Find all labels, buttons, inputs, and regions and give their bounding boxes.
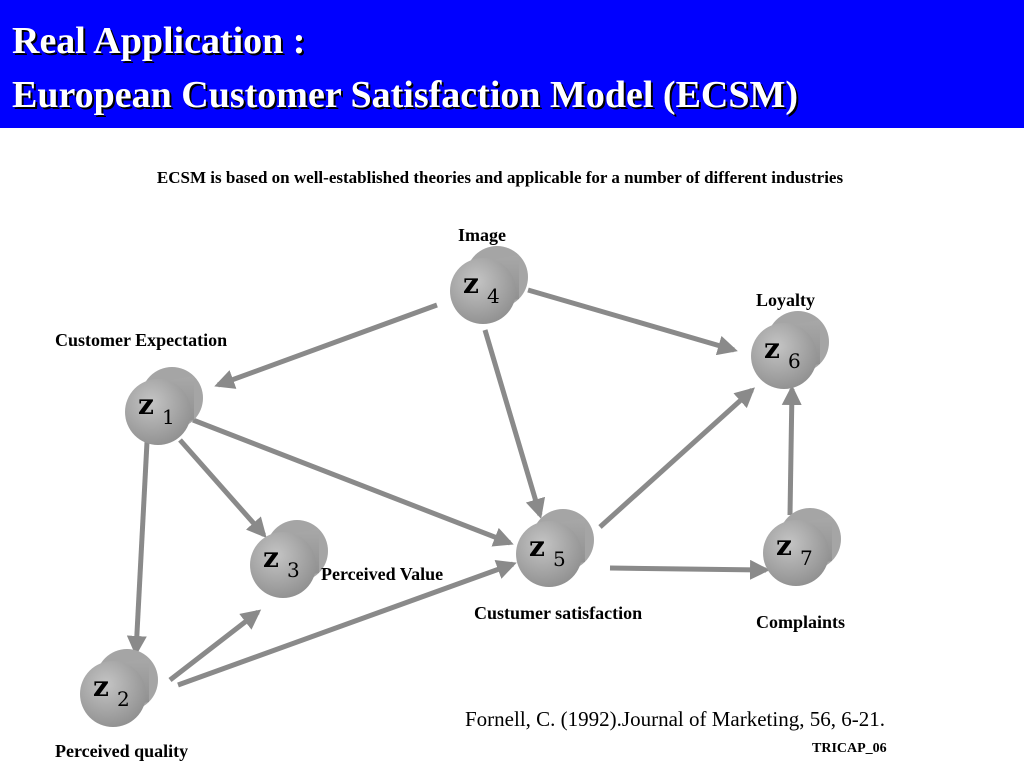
node-z7-symbol: z xyxy=(776,529,792,562)
node-z3-symbol: z xyxy=(263,541,279,574)
slide-title-line-1: Real Application : xyxy=(12,20,306,62)
edges-layer xyxy=(126,287,802,688)
arrow-z7-z6 xyxy=(781,385,802,516)
node-z7-subscript: 7 xyxy=(800,546,813,570)
node-z1-symbol: z xyxy=(138,388,154,421)
label-image: Image xyxy=(458,225,506,245)
node-z5-symbol: z xyxy=(529,530,545,563)
node-z6-subscript: 6 xyxy=(788,349,801,373)
node-z6-symbol: z xyxy=(764,332,780,365)
label-perceived-value: Perceived Value xyxy=(321,564,444,584)
label-customer-satisfaction: Custumer satisfaction xyxy=(474,603,643,623)
arrow-z5-z6 xyxy=(598,387,755,529)
node-z3-subscript: 3 xyxy=(287,558,300,582)
label-customer-expectation: Customer Expectation xyxy=(55,330,228,350)
node-z7-face xyxy=(763,520,829,586)
arrow-z4-z1 xyxy=(214,302,438,389)
arrow-z5-z7 xyxy=(609,559,770,580)
node-z6-face xyxy=(751,323,817,389)
arrow-z1-z3 xyxy=(178,438,267,538)
arrow-z2-z3 xyxy=(168,609,262,682)
node-z2-symbol: z xyxy=(93,670,109,703)
arrow-z4-z6 xyxy=(527,287,738,356)
slide-subtitle: ECSM is based on well-established theori… xyxy=(156,168,844,187)
label-complaints: Complaints xyxy=(756,612,846,632)
node-z4-subscript: 4 xyxy=(487,284,500,308)
arrow-z2-z5 xyxy=(177,560,517,688)
node-z1-subscript: 1 xyxy=(162,405,175,429)
citation: Fornell, C. (1992).Journal of Marketing,… xyxy=(465,707,885,731)
node-z5-subscript: 5 xyxy=(553,547,566,571)
node-z2-face xyxy=(80,661,146,727)
arrow-z1-z2 xyxy=(126,441,150,656)
arrow-z4-z5 xyxy=(482,329,546,519)
node-z5-face xyxy=(516,521,582,587)
node-z4-symbol: z xyxy=(463,267,479,300)
node-z2-subscript: 2 xyxy=(117,687,130,711)
node-z3-face xyxy=(250,532,316,598)
node-z4-face xyxy=(450,258,516,324)
title-bar: Real Application : European Customer Sat… xyxy=(0,0,1024,128)
label-perceived-quality: Perceived quality xyxy=(55,741,189,761)
arrow-z1-z5 xyxy=(192,417,514,547)
footer-code: TRICAP_06 xyxy=(812,741,887,756)
slide-title-line-2: European Customer Satisfaction Model (EC… xyxy=(12,74,799,116)
node-z1-face xyxy=(125,379,191,445)
label-loyalty: Loyalty xyxy=(756,290,816,310)
